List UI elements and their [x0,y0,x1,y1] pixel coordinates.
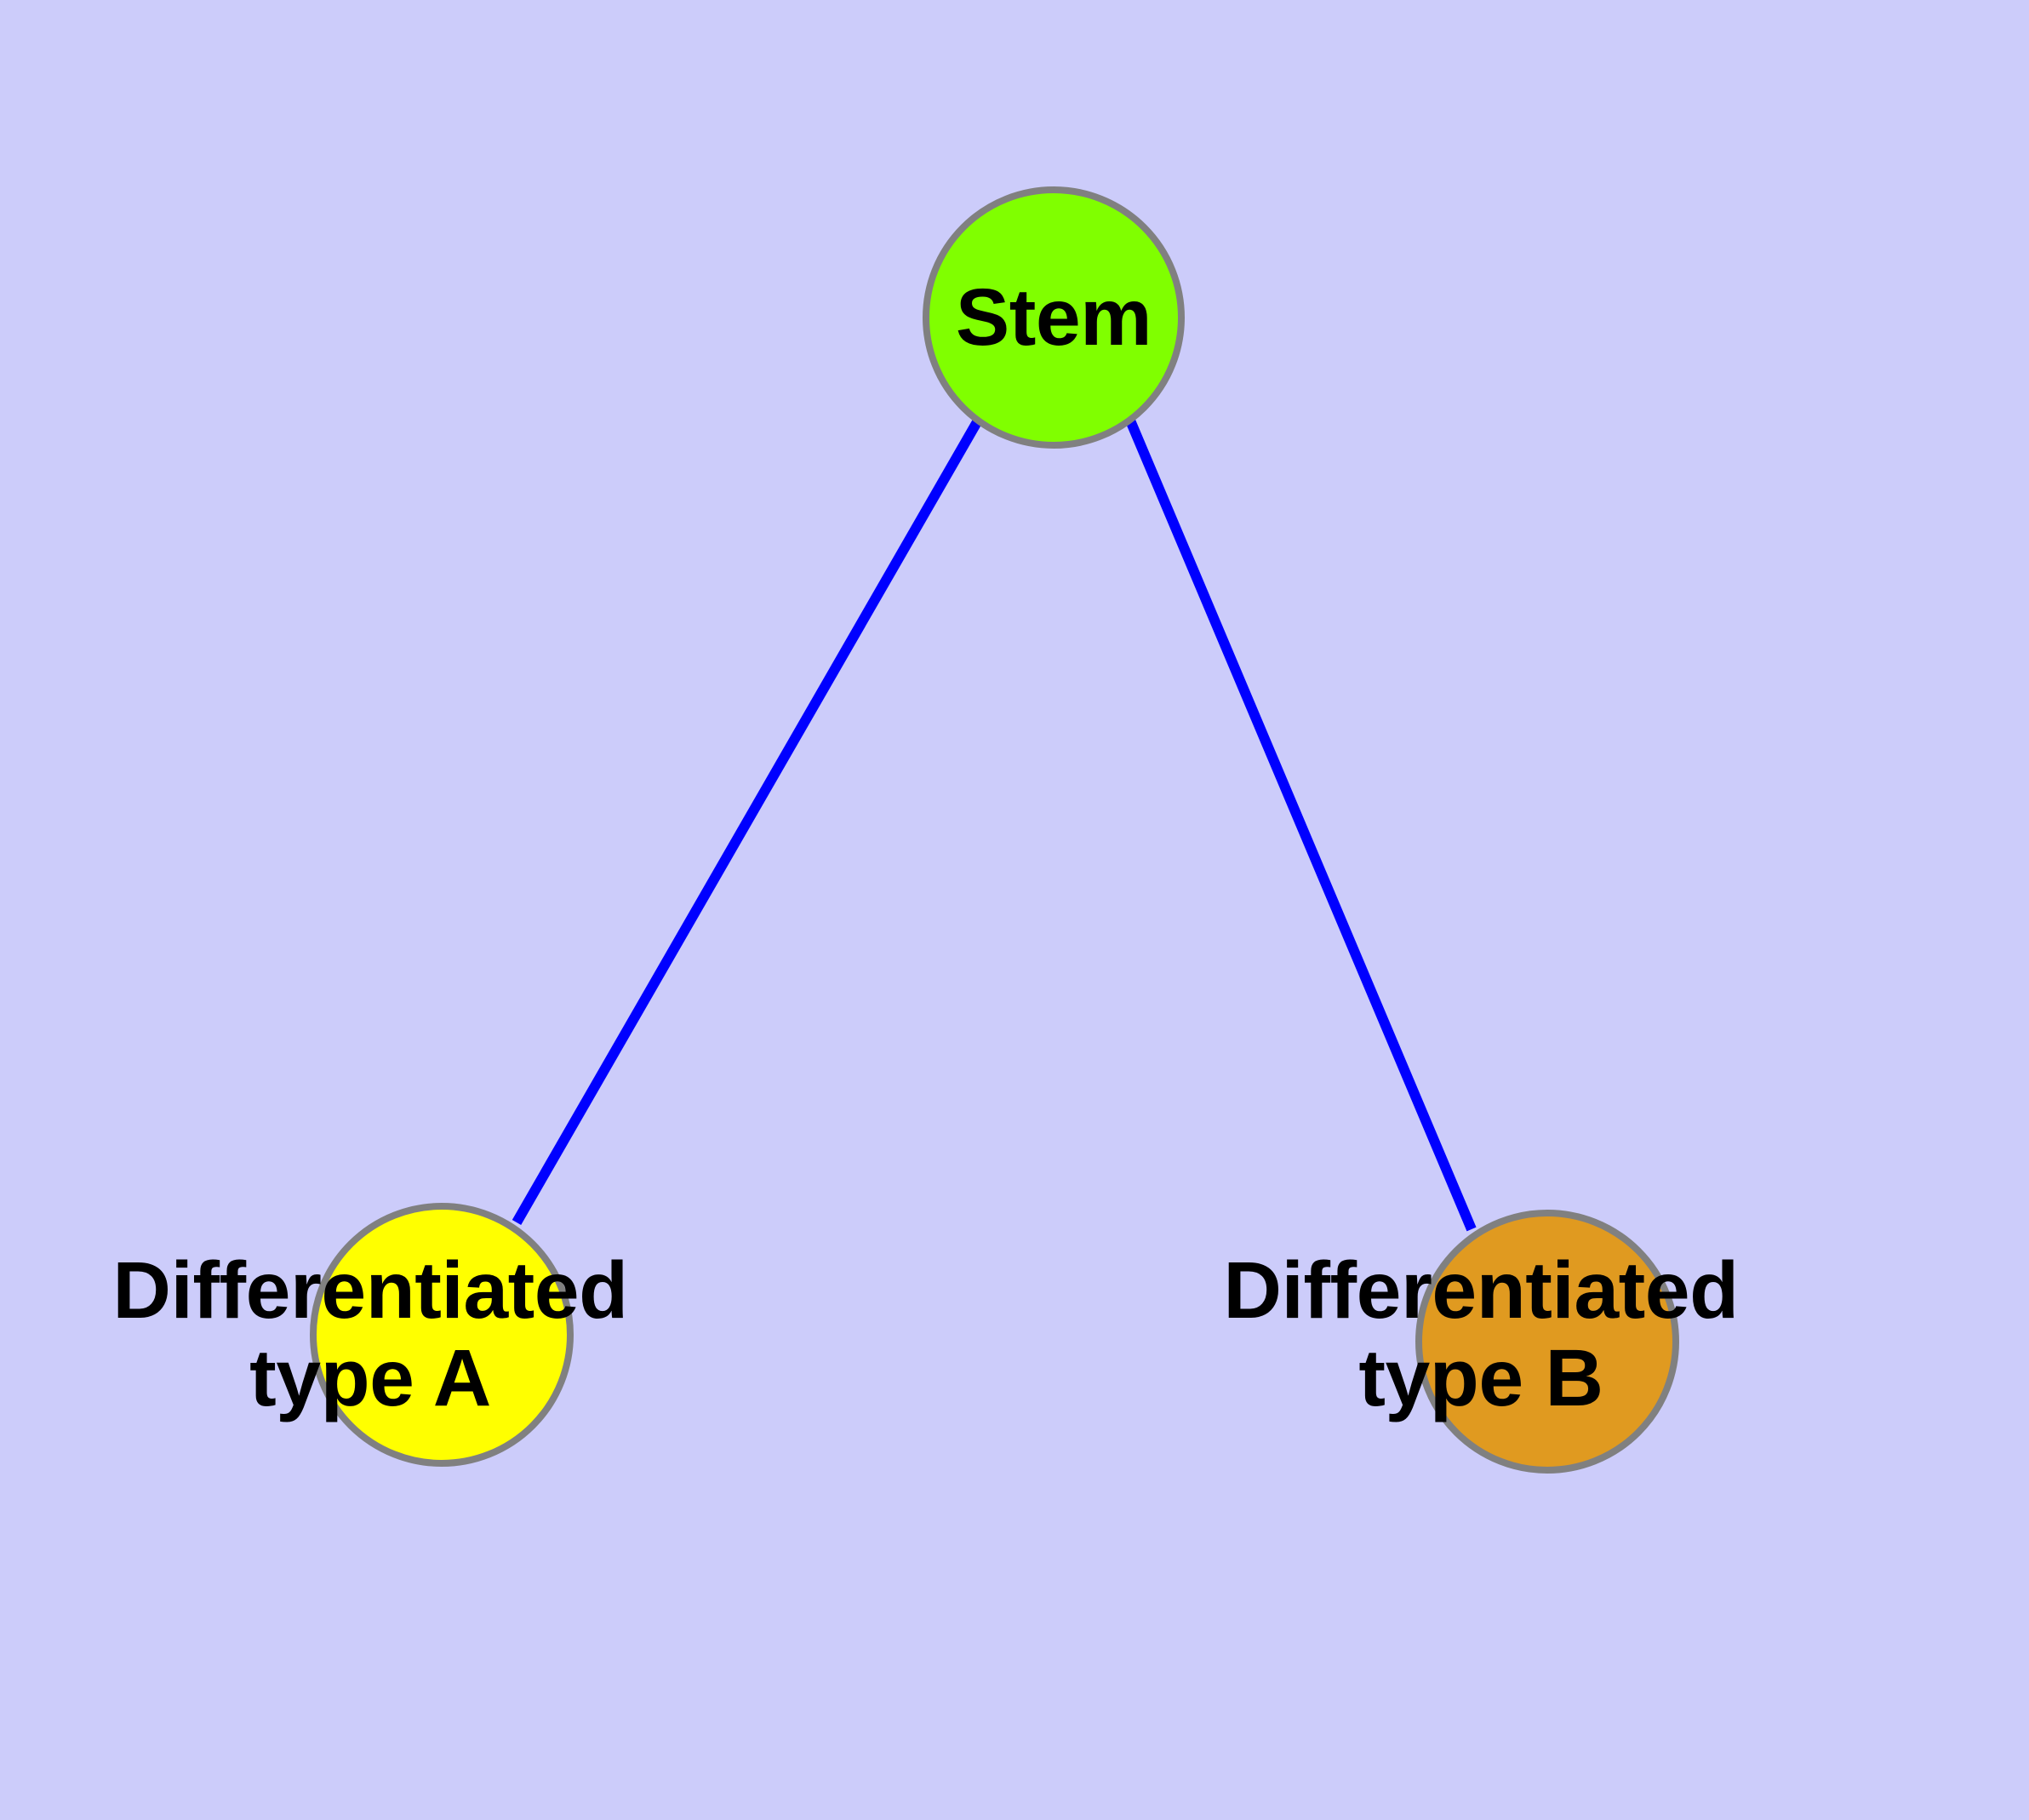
graph-edge-stem-to-diff-b[interactable] [1125,418,1477,1232]
graph-node-diff-a[interactable] [310,1203,574,1467]
edges-group [512,418,1477,1232]
graph-node-stem[interactable] [923,186,1185,449]
nodes-group [310,186,1679,1474]
graph-node-diff-b[interactable] [1415,1210,1679,1474]
graph-edge-stem-to-diff-a[interactable] [512,418,983,1225]
